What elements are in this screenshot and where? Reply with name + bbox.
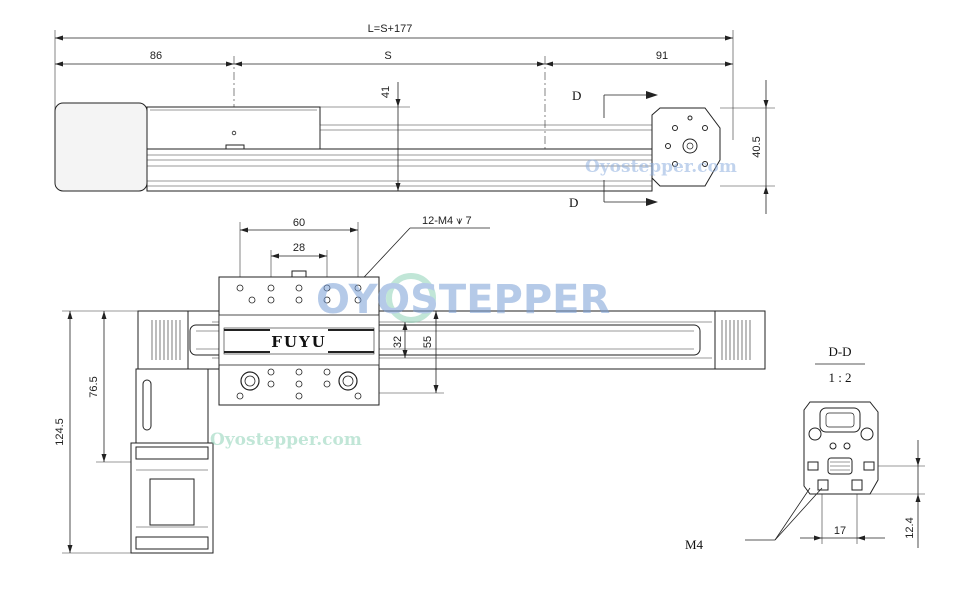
stroke-label: S xyxy=(384,50,391,62)
width-32-label: 32 xyxy=(392,336,404,348)
gear-logo-icon xyxy=(386,273,436,323)
watermark-site-2: Oyostepper.com xyxy=(210,430,362,450)
left-length-label: 86 xyxy=(150,50,162,62)
overall-length-label: L=S+177 xyxy=(368,23,413,35)
side-view: L=S+177 86 S 91 xyxy=(54,23,775,214)
width-55-label: 55 xyxy=(422,336,434,348)
height-40-5-label: 40.5 xyxy=(751,136,763,157)
watermarks: OYOSTEPPER Oyostepper.com Oyostepper.com xyxy=(210,157,737,450)
sec-17-label: 17 xyxy=(834,525,846,537)
carriage-side xyxy=(146,106,321,150)
motor-block-side xyxy=(54,102,148,192)
section-mark-bottom: D xyxy=(569,195,578,210)
top-view: 60 28 12-M4 ⩛ 7 xyxy=(54,215,766,554)
carriage-holes xyxy=(236,284,362,400)
hole-spec-label: 12-M4 ⩛ 7 xyxy=(422,215,472,227)
width-60-label: 60 xyxy=(293,217,305,229)
section-dd: D-D 1 : 2 17 12.4 M4 xyxy=(685,344,925,552)
left-end-block xyxy=(137,310,189,370)
sec-12-4-label: 12.4 xyxy=(904,517,916,538)
right-length-label: 91 xyxy=(656,50,668,62)
motor-76-5-label: 76.5 xyxy=(88,376,100,397)
watermark-logo-text: OYOSTEPPER xyxy=(316,277,610,323)
section-scale: 1 : 2 xyxy=(828,370,851,385)
height-41-label: 41 xyxy=(380,86,392,98)
section-mark-top: D xyxy=(572,88,581,103)
right-end-block xyxy=(714,310,766,370)
brand-plate-label: FUYU xyxy=(271,333,327,351)
section-title: D-D xyxy=(828,344,851,359)
width-28-label: 28 xyxy=(293,242,305,254)
thread-label: M4 xyxy=(685,537,704,552)
total-124-5-label: 124.5 xyxy=(54,418,66,446)
watermark-site-1: Oyostepper.com xyxy=(585,157,737,177)
